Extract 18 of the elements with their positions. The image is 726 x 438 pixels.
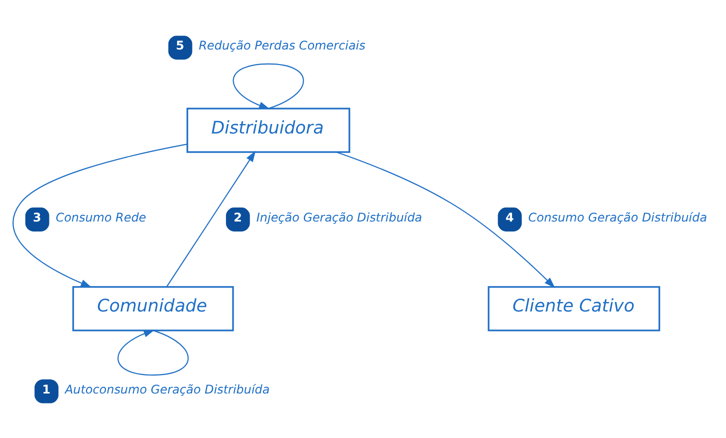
- label: 1: [42, 382, 50, 396]
- label: 4: [505, 210, 514, 224]
- label: 5: [176, 38, 184, 52]
- arrow: [336, 151, 556, 288]
- edge-label: Consumo Geração Distribuída: [528, 210, 708, 224]
- edge-label: Consumo Rede: [56, 210, 146, 224]
- node-box: Comunidade: [72, 286, 234, 331]
- arrow: [166, 150, 256, 287]
- edge-label: Autoconsumo Geração Distribuída: [64, 382, 270, 396]
- node-box: Cliente Cativo: [488, 286, 660, 331]
- edge-label: Redução Perdas Comerciais: [198, 38, 366, 52]
- arrow: [232, 62, 304, 109]
- edge-label: Injeção Geração Distribuída: [256, 210, 422, 224]
- arrow: [12, 143, 188, 287]
- arrow: [118, 329, 189, 376]
- label: 2: [234, 210, 242, 224]
- label: 3: [32, 210, 42, 224]
- node-box: Distribuidora: [186, 107, 350, 152]
